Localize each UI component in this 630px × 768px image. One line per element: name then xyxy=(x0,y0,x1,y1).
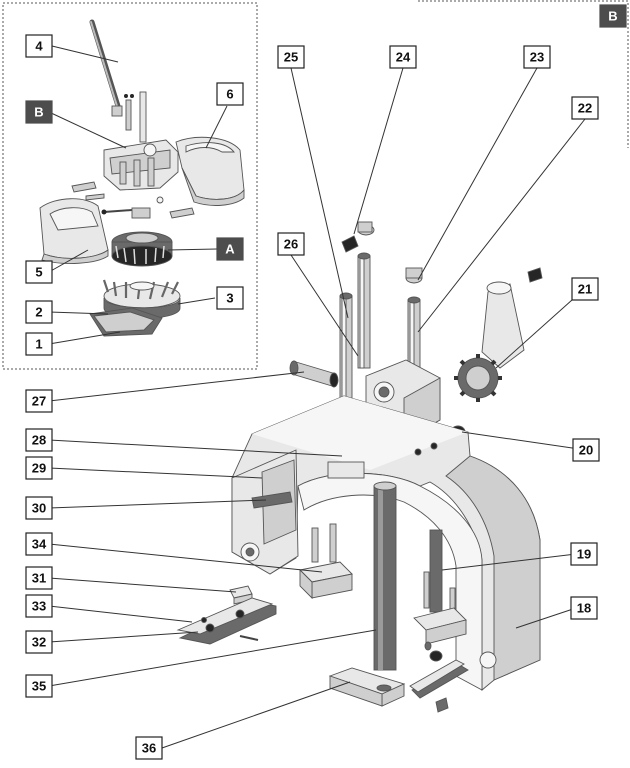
svg-text:19: 19 xyxy=(577,547,591,562)
svg-text:1: 1 xyxy=(35,337,42,352)
leader-lines xyxy=(48,45,587,749)
svg-text:21: 21 xyxy=(578,282,592,297)
part-27-roller xyxy=(289,360,339,388)
callout-19: 19 xyxy=(570,542,598,566)
callout-21: 21 xyxy=(571,277,599,301)
svg-text:35: 35 xyxy=(32,679,46,694)
callout-24: 24 xyxy=(389,45,417,69)
callout-31: 31 xyxy=(25,566,53,590)
callout-6: 6 xyxy=(216,82,244,106)
part-25-26-shafts xyxy=(339,252,371,407)
svg-text:34: 34 xyxy=(32,537,47,552)
callout-b-inset: B xyxy=(25,100,53,124)
inset-detail-frame xyxy=(2,2,258,370)
part-18-main-frame xyxy=(231,395,541,691)
callout-27: 27 xyxy=(25,389,53,413)
svg-text:33: 33 xyxy=(32,599,46,614)
part-4-handle-rod xyxy=(89,19,123,117)
svg-text:2: 2 xyxy=(35,305,42,320)
callout-b-corner: B xyxy=(599,4,627,28)
part-35-long-shaft xyxy=(373,481,397,671)
svg-text:B: B xyxy=(608,9,617,24)
svg-text:4: 4 xyxy=(35,39,43,54)
callout-32: 32 xyxy=(25,630,53,654)
part-21-crank-gear xyxy=(454,267,543,402)
callout-1: 1 xyxy=(25,332,53,356)
svg-text:30: 30 xyxy=(32,501,46,516)
svg-text:27: 27 xyxy=(32,394,46,409)
part-32-33-bracket xyxy=(176,597,277,645)
svg-text:3: 3 xyxy=(226,291,233,306)
part-1-base-plate xyxy=(89,307,163,337)
part-36-foot xyxy=(328,667,406,707)
callout-a: A xyxy=(216,237,244,261)
svg-text:32: 32 xyxy=(32,635,46,650)
svg-text:18: 18 xyxy=(577,601,591,616)
svg-text:29: 29 xyxy=(32,461,46,476)
svg-text:B: B xyxy=(34,105,43,120)
callout-35: 35 xyxy=(25,674,53,698)
part-a-rotor xyxy=(111,207,173,267)
svg-text:5: 5 xyxy=(35,265,42,280)
callout-33: 33 xyxy=(25,594,53,618)
callout-5: 5 xyxy=(25,260,53,284)
callout-20: 20 xyxy=(572,438,600,462)
part-5-left-cover xyxy=(39,198,109,264)
part-30-pin xyxy=(251,491,293,509)
callout-22: 22 xyxy=(571,96,599,120)
part-19-bolt-assembly xyxy=(413,529,467,645)
svg-text:36: 36 xyxy=(142,741,156,756)
svg-text:31: 31 xyxy=(32,571,46,586)
callout-26: 26 xyxy=(277,232,305,256)
svg-text:23: 23 xyxy=(530,50,544,65)
svg-text:6: 6 xyxy=(226,87,233,102)
part-34-lower-plate xyxy=(299,523,353,600)
callout-25: 25 xyxy=(277,45,305,69)
svg-text:28: 28 xyxy=(32,433,46,448)
part-b-mechanism xyxy=(103,91,179,191)
corner-detail-frame xyxy=(418,0,629,148)
callout-4: 4 xyxy=(25,34,53,58)
callout-18: 18 xyxy=(570,596,598,620)
svg-text:20: 20 xyxy=(579,443,593,458)
callout-3: 3 xyxy=(216,286,244,310)
inset-parts xyxy=(39,19,245,337)
callout-2: 2 xyxy=(25,300,53,324)
callout-34: 34 xyxy=(25,532,53,556)
part-6-right-cover xyxy=(175,136,245,206)
lower-right-linkage xyxy=(409,641,469,713)
inset-fasteners xyxy=(71,181,195,219)
callout-29: 29 xyxy=(25,456,53,480)
part-24-knob xyxy=(341,221,375,253)
callout-23: 23 xyxy=(523,45,551,69)
svg-text:24: 24 xyxy=(396,50,411,65)
callout-36: 36 xyxy=(135,736,163,760)
svg-text:A: A xyxy=(225,242,235,257)
svg-text:22: 22 xyxy=(578,101,592,116)
svg-text:25: 25 xyxy=(284,50,298,65)
part-3-fan-blades xyxy=(102,279,181,309)
callout-28: 28 xyxy=(25,428,53,452)
svg-text:26: 26 xyxy=(284,237,298,252)
callout-30: 30 xyxy=(25,496,53,520)
